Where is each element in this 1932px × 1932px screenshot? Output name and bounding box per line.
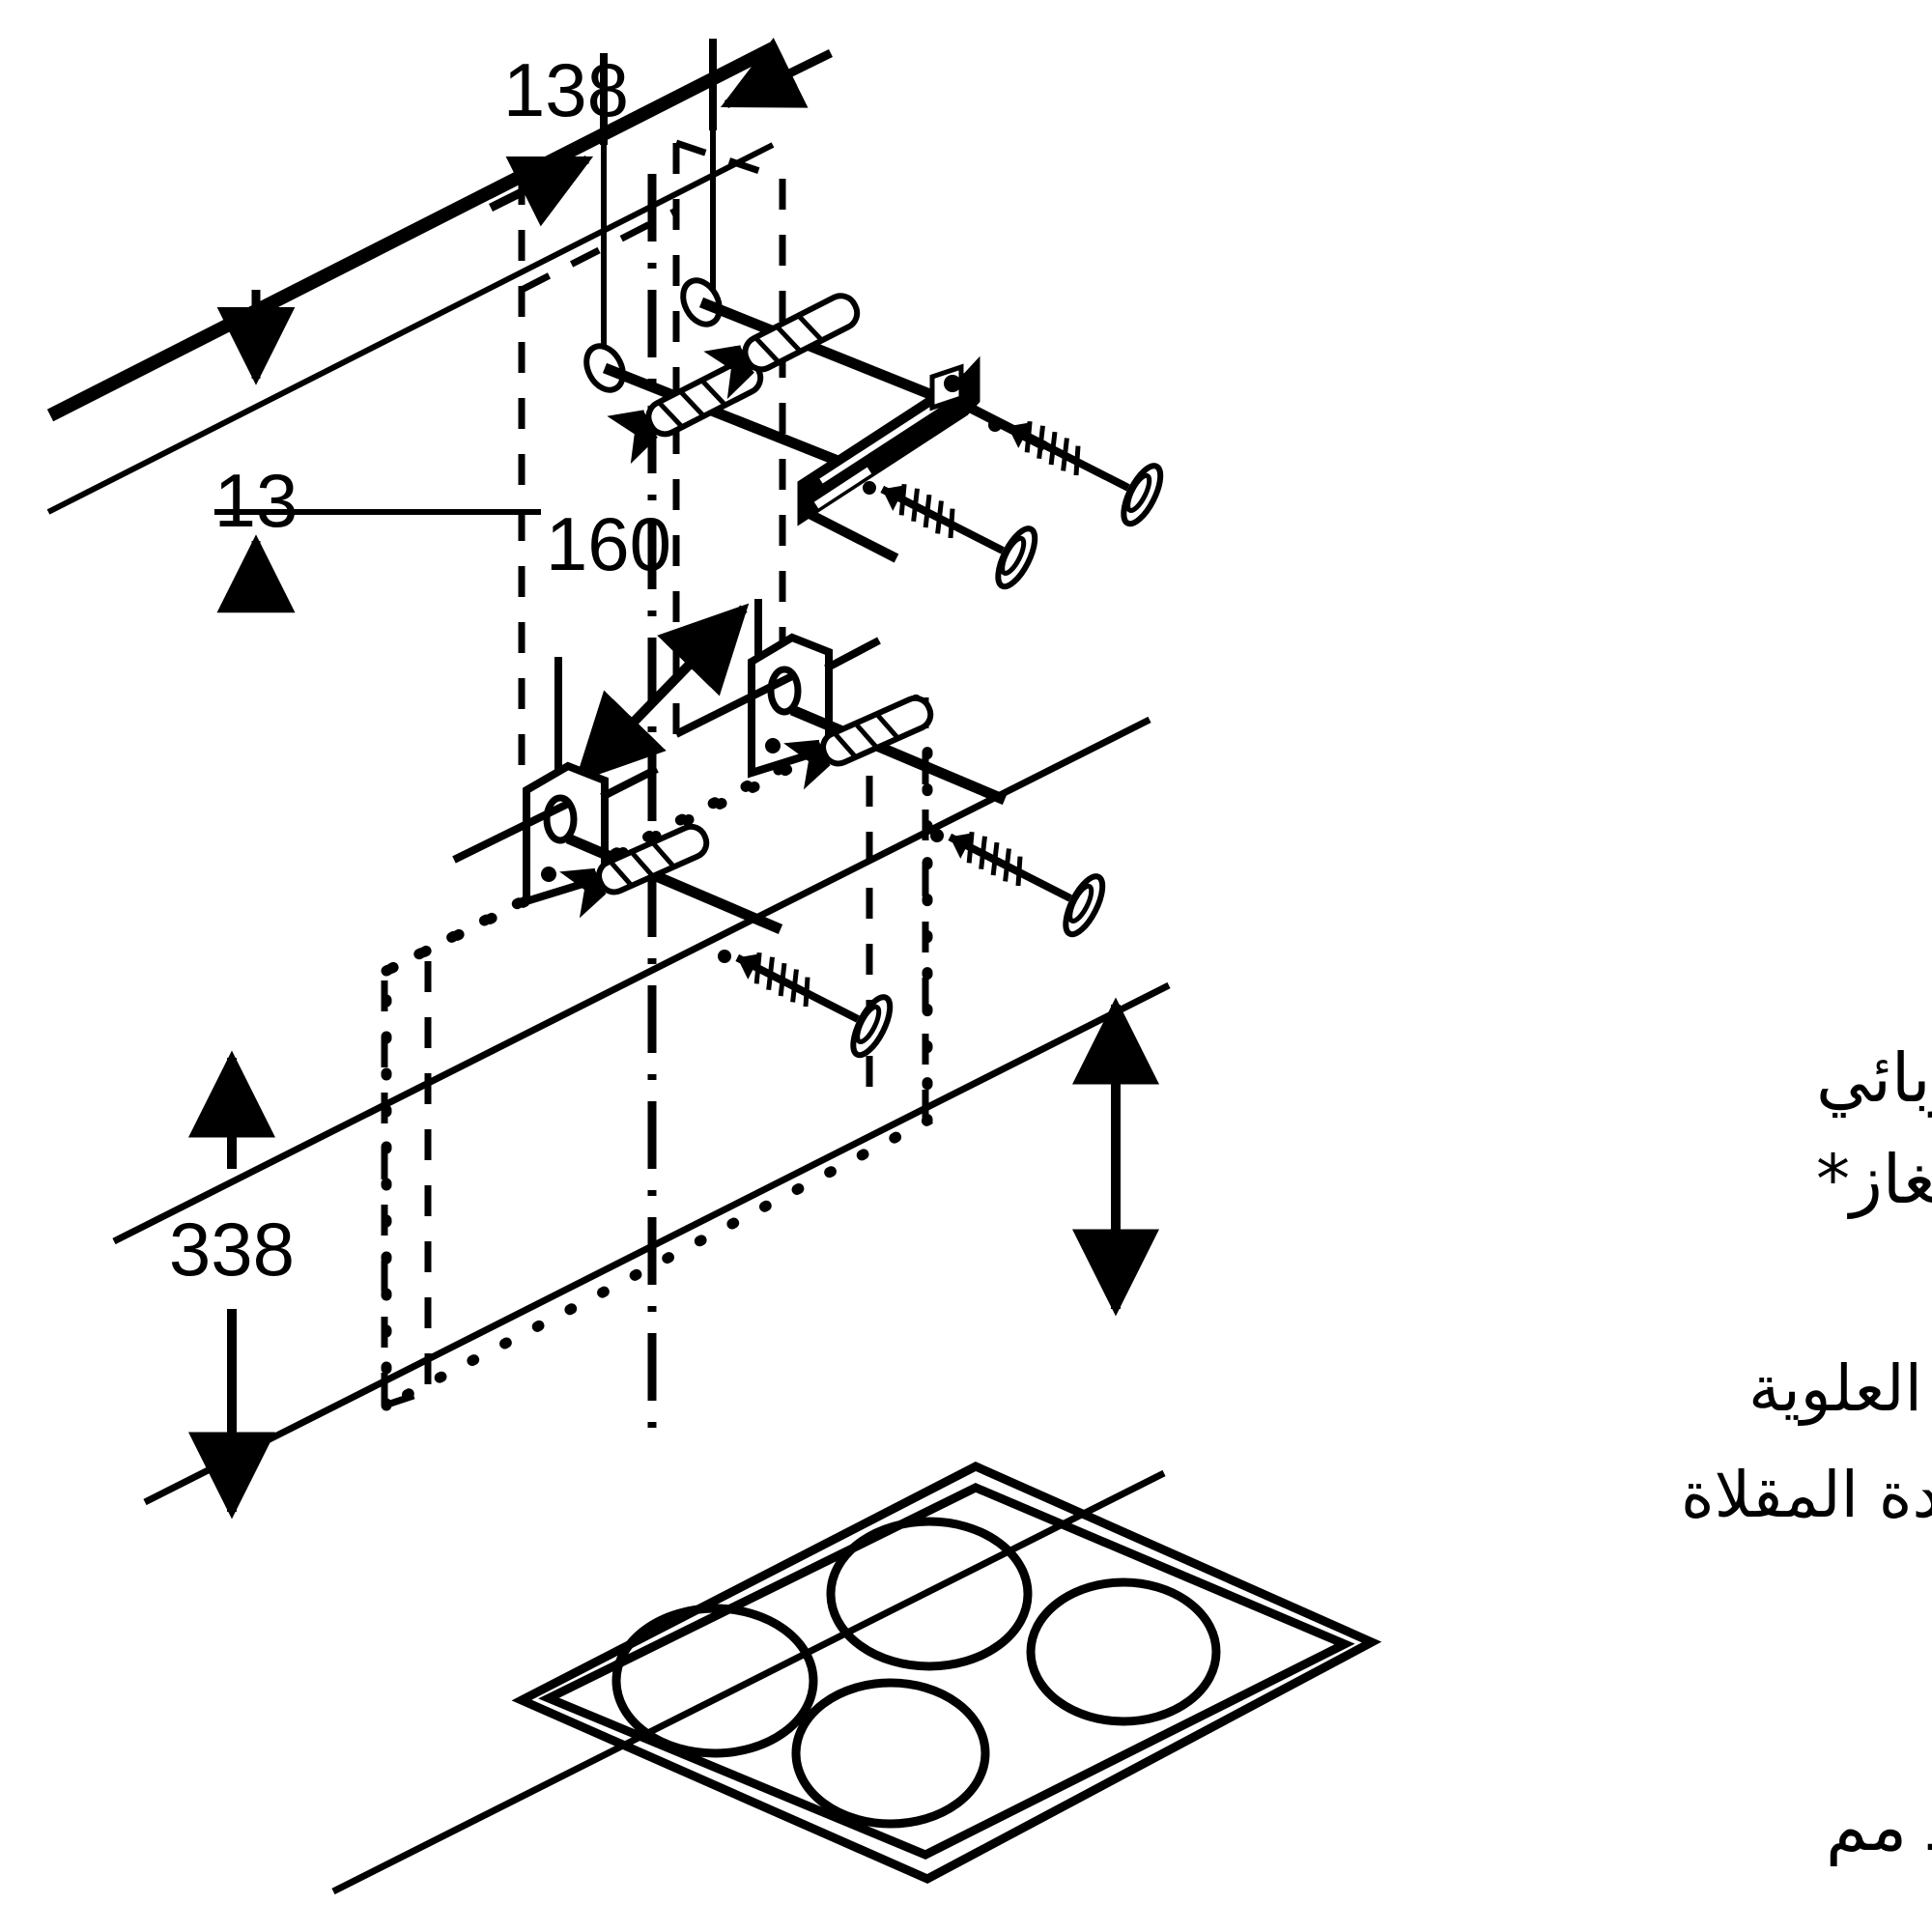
screw-guide-dot-3: [930, 829, 944, 842]
anchor-rib-lr3: [874, 712, 900, 740]
dimension-label-160: 160: [546, 501, 671, 586]
anchor-rib-lr2: [853, 722, 879, 750]
mounting-screw-upper-left: [863, 481, 1038, 590]
screw-head-inner-4: [855, 1004, 882, 1044]
hob-burner-front-right: [791, 1678, 990, 1829]
footnote-line-1: *من الحافة العلوية: [1748, 1351, 1932, 1426]
anchor-flange-ll: [559, 867, 607, 919]
dim-160-arrow: [574, 603, 750, 783]
dim-138-arrow-right: [720, 37, 833, 109]
ceiling-edge-lower: [46, 142, 775, 515]
screw-tip-1: [1008, 422, 1032, 448]
bracket-tab-right: [674, 633, 881, 779]
screw-thread-3: [966, 831, 1023, 887]
ceiling-edge-upper: [46, 42, 777, 422]
bracket-tab-right-dot: [765, 738, 781, 753]
anchor-flange-right: [703, 345, 754, 400]
screw-shaft-4: [735, 953, 860, 1023]
screw-guide-dot-4: [718, 950, 731, 963]
anchor-rib-ll1: [608, 860, 634, 888]
screw-shaft-1: [1006, 422, 1130, 492]
screw-head-inner-3: [1067, 883, 1094, 923]
anchor-axis-right: [698, 297, 969, 414]
anchor-rib-lr1: [832, 731, 858, 759]
wall-anchor-lower-right: [783, 695, 1008, 806]
anchor-body-right: [742, 293, 861, 373]
footnote-line-2: لقاعدة المقلاة: [1681, 1458, 1932, 1532]
anchor-body-lr: [820, 695, 934, 767]
screw-tip-2: [882, 485, 906, 511]
bracket-tab-left-stem2: [600, 765, 659, 801]
screw-thread-2: [898, 483, 955, 539]
anchor-rib-ll2: [629, 850, 655, 878]
hob-cooktop: [511, 1462, 1382, 1884]
screw-thread-4: [753, 952, 810, 1008]
mounting-rail-hole: [944, 375, 961, 392]
bracket-tab-left-dot: [541, 867, 556, 882]
canopy-dash-bottom: [383, 1387, 430, 1409]
mounting-screw-lower-right: [930, 829, 1106, 938]
anchor-rib-5: [775, 325, 803, 354]
wall-anchor-lower-left: [559, 823, 783, 935]
screw-shaft-2: [880, 485, 1005, 554]
mounting-screw-lower-left: [718, 950, 894, 1059]
rail-screw-axis-lower: [807, 509, 899, 563]
dim-138-arrows: [488, 37, 833, 227]
anchor-rib-ll3: [650, 840, 676, 868]
screw-guide-dot-1: [988, 418, 1002, 432]
mounting-screw-upper-right: [988, 418, 1164, 527]
anchor-axis-ll: [565, 833, 783, 935]
dimension-label-338: 338: [169, 1207, 295, 1292]
dim-160-double-arrow: [574, 603, 750, 783]
hob-burner-front-left: [611, 1604, 818, 1758]
anchor-rib-4: [753, 335, 781, 364]
hood-canopy-dotted-outline: [381, 684, 933, 1415]
hob-burner-rear-left: [826, 1517, 1033, 1671]
anchor-rib-1: [657, 400, 685, 429]
wall-base-line-lower: [143, 981, 1171, 1506]
wall-base-line-upper: [112, 716, 1151, 1245]
screw-head-inner-2: [1000, 535, 1027, 576]
dimension-label-13: 13: [214, 458, 298, 543]
screw-guide-dot-2: [863, 481, 876, 495]
hob-inner-plate: [538, 1483, 1355, 1860]
mounting-rail-slot-b: [813, 467, 872, 509]
anchor-axis-left: [602, 362, 872, 479]
wall-edge-lines: [46, 42, 1171, 1895]
screw-tip-4: [737, 953, 761, 980]
hob-burner-rear-right: [1026, 1577, 1221, 1726]
screw-head-inner-1: [1125, 472, 1152, 513]
anchor-rib-6: [796, 313, 824, 343]
anchor-flange-left: [607, 410, 658, 465]
hob-outer-plate: [511, 1462, 1382, 1884]
screw-shaft-3: [948, 833, 1072, 902]
chimney-top-slant-a: [520, 207, 678, 294]
canopy-dotted-path: [381, 684, 933, 1415]
countertop-edge-line: [331, 1469, 1166, 1895]
bracket-tab-left: [452, 761, 659, 907]
clearance-label-electric: أدنى 470 الكهربائي: [1816, 1034, 1932, 1119]
screw-tip-3: [950, 833, 974, 859]
anchor-rib-2: [678, 389, 706, 418]
dim-13-arrows: [214, 290, 541, 613]
anchor-axis-lr: [789, 704, 1008, 806]
dim-138-arrow-left: [488, 155, 594, 227]
bracket-tab-right-stem2: [824, 637, 881, 672]
units-note: القياسات بالـ مم: [1826, 1787, 1932, 1866]
chimney-top-slant-b: [674, 139, 784, 183]
bracket-tab-left-stem: [452, 800, 570, 864]
wall-anchor-upper-right: [680, 277, 969, 414]
anchor-flange-lr: [783, 739, 831, 790]
dimension-label-138: 138: [503, 47, 629, 132]
anchor-rib-3: [699, 378, 727, 408]
clearance-label-gas: أدنى 570 الغاز*: [1816, 1135, 1932, 1219]
screw-thread-1: [1024, 420, 1081, 476]
bracket-tab-right-stem: [674, 672, 794, 738]
